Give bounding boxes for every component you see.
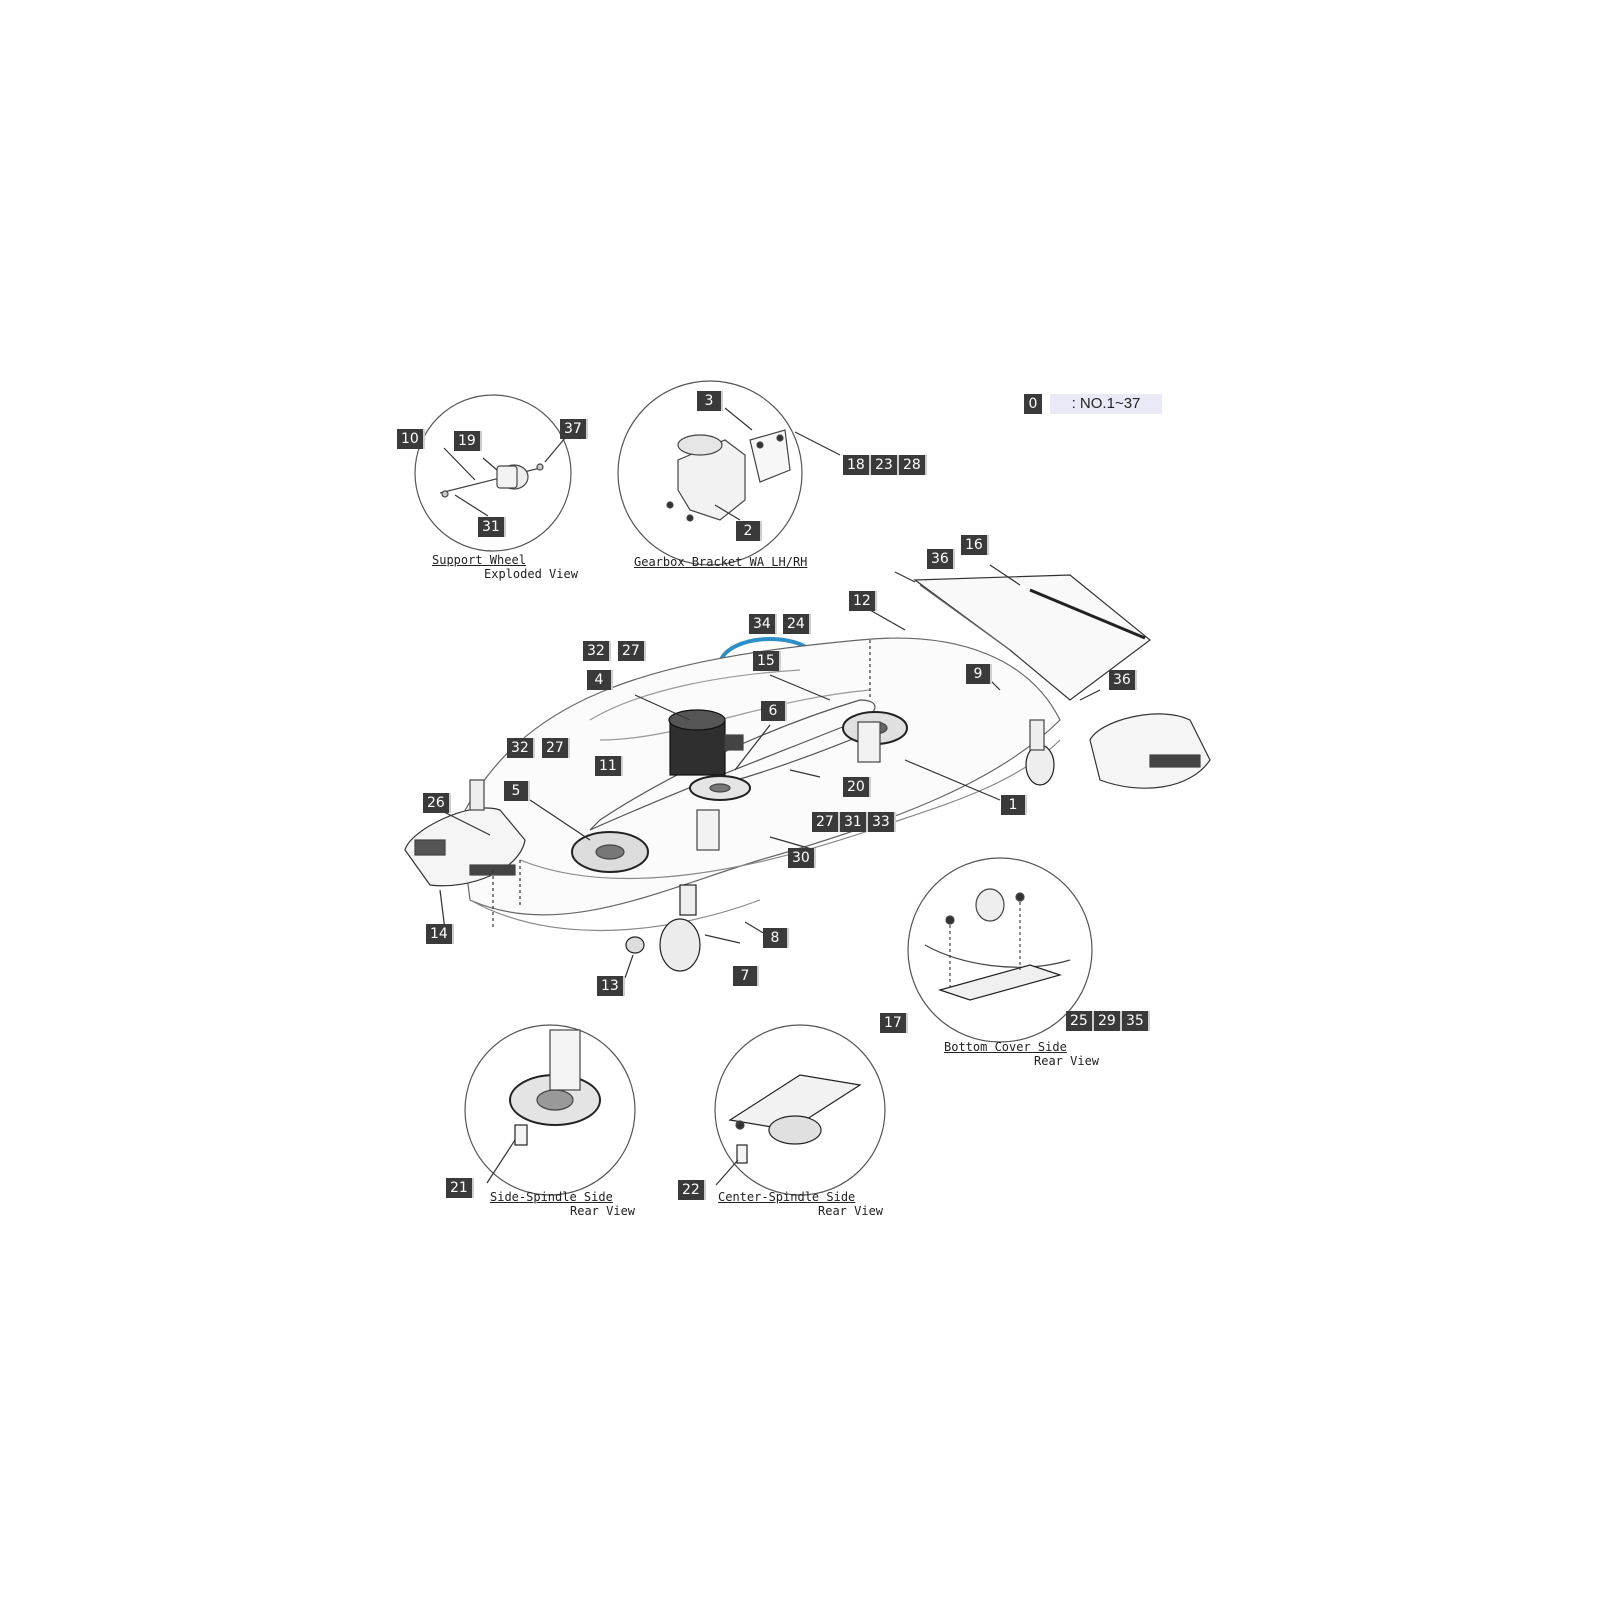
callout-part-27-right[interactable]: 27 [812,812,840,832]
callout-part-32-upper[interactable]: 32 [583,641,611,661]
callout-part-24[interactable]: 24 [783,614,811,634]
callout-part-11[interactable]: 11 [595,756,623,776]
callout-part-29[interactable]: 29 [1094,1011,1122,1031]
bottom-cover-subtitle: Rear View [1034,1054,1100,1068]
callout-part-9[interactable]: 9 [966,664,992,684]
callout-part-12[interactable]: 12 [849,591,877,611]
gearbox-bracket-caption: Gearbox Bracket WA LH/RH [634,555,807,569]
side-spindle-title: Side-Spindle Side [490,1190,613,1204]
gearbox-bracket-title: Gearbox Bracket WA LH/RH [634,555,808,569]
legend-key: 0 [1024,394,1042,414]
callout-part-3[interactable]: 3 [697,391,723,411]
side-spindle-caption: Side-Spindle Side Rear View [490,1190,635,1218]
callout-part-8[interactable]: 8 [763,928,789,948]
callout-part-25[interactable]: 25 [1066,1011,1094,1031]
callout-part-27-lower[interactable]: 27 [542,738,570,758]
callout-part-21[interactable]: 21 [446,1178,474,1198]
callout-part-36-top[interactable]: 36 [927,549,955,569]
callout-part-37[interactable]: 37 [560,419,588,439]
support-wheel-subtitle: Exploded View [484,567,578,581]
callout-part-31-right[interactable]: 31 [840,812,868,832]
side-spindle-inset [464,1024,636,1196]
callout-part-28[interactable]: 28 [899,455,927,475]
callout-part-14[interactable]: 14 [426,924,454,944]
center-spindle-subtitle: Rear View [818,1204,884,1218]
callout-part-36-right[interactable]: 36 [1109,670,1137,690]
callout-part-4[interactable]: 4 [587,670,613,690]
callout-part-1[interactable]: 1 [1001,795,1027,815]
callout-part-23[interactable]: 23 [871,455,899,475]
center-spindle-inset [714,1024,886,1196]
support-wheel-title: Support Wheel [432,553,526,567]
callout-part-20[interactable]: 20 [843,777,871,797]
gearbox-bracket-inset [617,380,841,566]
callout-part-7[interactable]: 7 [733,966,759,986]
callout-part-30[interactable]: 30 [788,848,816,868]
callout-part-27-upper[interactable]: 27 [618,641,646,661]
support-wheel-inset [414,394,572,552]
callout-part-6[interactable]: 6 [761,701,787,721]
support-wheel-caption: Support Wheel Exploded View [432,553,578,581]
side-spindle-subtitle: Rear View [570,1204,636,1218]
callout-part-19[interactable]: 19 [454,431,482,451]
bottom-cover-inset [907,857,1093,1043]
callout-part-34[interactable]: 34 [749,614,777,634]
callout-part-17[interactable]: 17 [880,1013,908,1033]
center-spindle-title: Center-Spindle Side [718,1190,856,1204]
center-spindle-caption: Center-Spindle Side Rear View [718,1190,883,1218]
callout-part-22[interactable]: 22 [678,1180,706,1200]
callout-part-10[interactable]: 10 [397,429,425,449]
callout-part-5[interactable]: 5 [504,781,530,801]
callout-part-26[interactable]: 26 [423,793,451,813]
bottom-cover-caption: Bottom Cover Side Rear View [944,1040,1099,1068]
callout-part-18[interactable]: 18 [843,455,871,475]
callout-part-15[interactable]: 15 [753,651,781,671]
callout-part-2[interactable]: 2 [736,521,762,541]
legend-text: : NO.1~37 [1050,394,1162,414]
callout-part-32-lower[interactable]: 32 [507,738,535,758]
callout-part-31[interactable]: 31 [478,517,506,537]
deck-body [404,564,1211,979]
callout-part-13[interactable]: 13 [597,976,625,996]
bottom-cover-title: Bottom Cover Side [944,1040,1067,1054]
callout-part-16[interactable]: 16 [961,535,989,555]
callout-part-35[interactable]: 35 [1122,1011,1150,1031]
callout-part-33[interactable]: 33 [868,812,896,832]
